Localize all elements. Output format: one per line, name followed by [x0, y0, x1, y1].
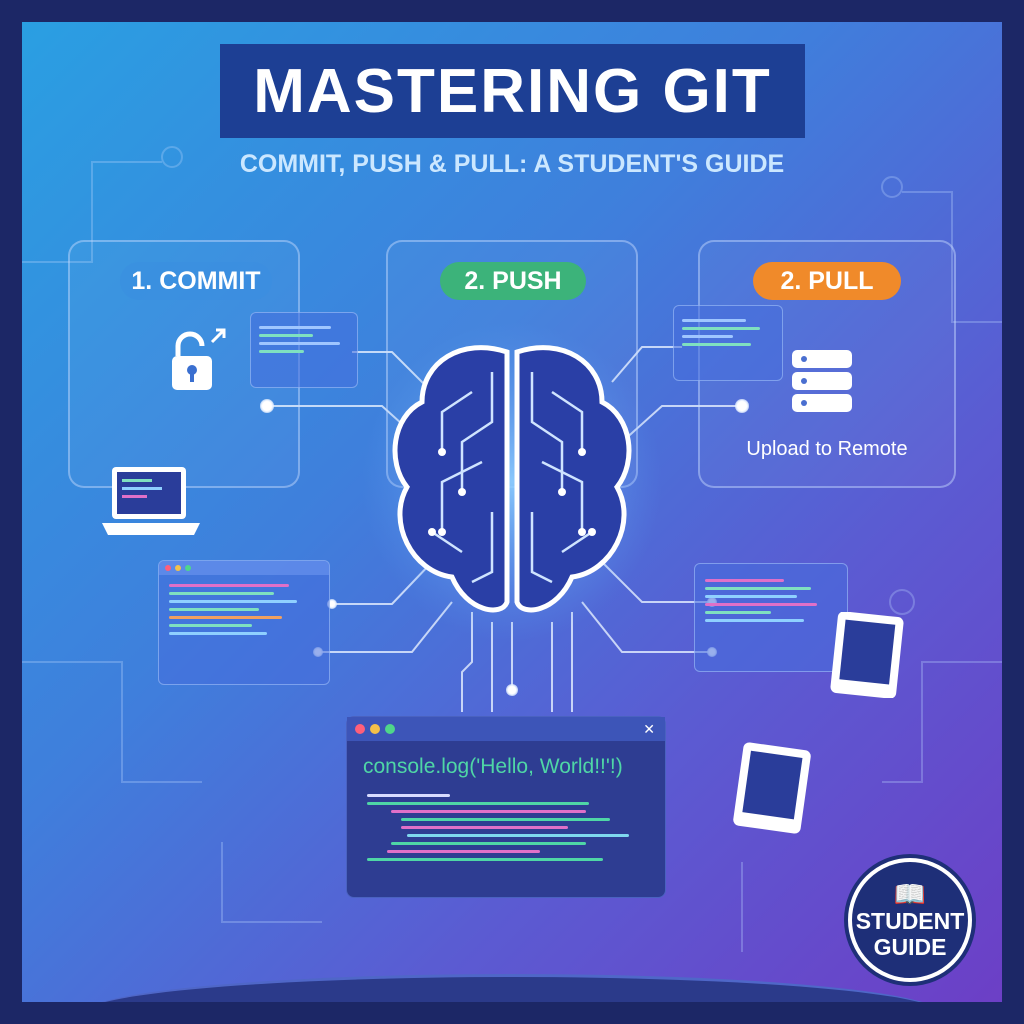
editor-window-right — [694, 563, 848, 672]
student-guide-badge: 📖 STUDENT GUIDE — [848, 858, 972, 982]
tablet-icon — [733, 742, 811, 834]
step-pull-pill: 2. PULL — [753, 262, 901, 300]
title: MASTERING GIT — [253, 56, 772, 126]
step-commit-pill: 1. COMMIT — [120, 262, 272, 300]
laptop-icon — [102, 467, 200, 535]
console-window: ✕ console.log('Hello, World!!'!) — [346, 716, 666, 898]
editor-window-left — [158, 560, 330, 685]
book-icon: 📖 — [893, 879, 927, 909]
close-icon[interactable]: ✕ — [643, 720, 655, 737]
tablet-icon — [830, 612, 904, 698]
badge-line1: STUDENT — [855, 908, 965, 934]
code-snippet-window — [673, 305, 783, 381]
server-icon — [792, 350, 852, 412]
subtitle: COMMIT, PUSH & PULL: A STUDENT'S GUIDE — [239, 150, 785, 178]
console-code: console.log('Hello, World!!'!) — [363, 755, 623, 778]
brain-icon — [362, 322, 662, 642]
step-push-pill: 2. PUSH — [440, 262, 586, 300]
title-banner: MASTERING GIT — [220, 44, 805, 138]
unlock-icon — [172, 328, 226, 390]
upload-caption: Upload to Remote — [746, 438, 908, 460]
infographic: MASTERING GIT COMMIT, PUSH & PULL: A STU… — [22, 22, 1002, 1002]
code-snippet-window — [250, 312, 358, 388]
badge-line2: GUIDE — [873, 934, 947, 960]
